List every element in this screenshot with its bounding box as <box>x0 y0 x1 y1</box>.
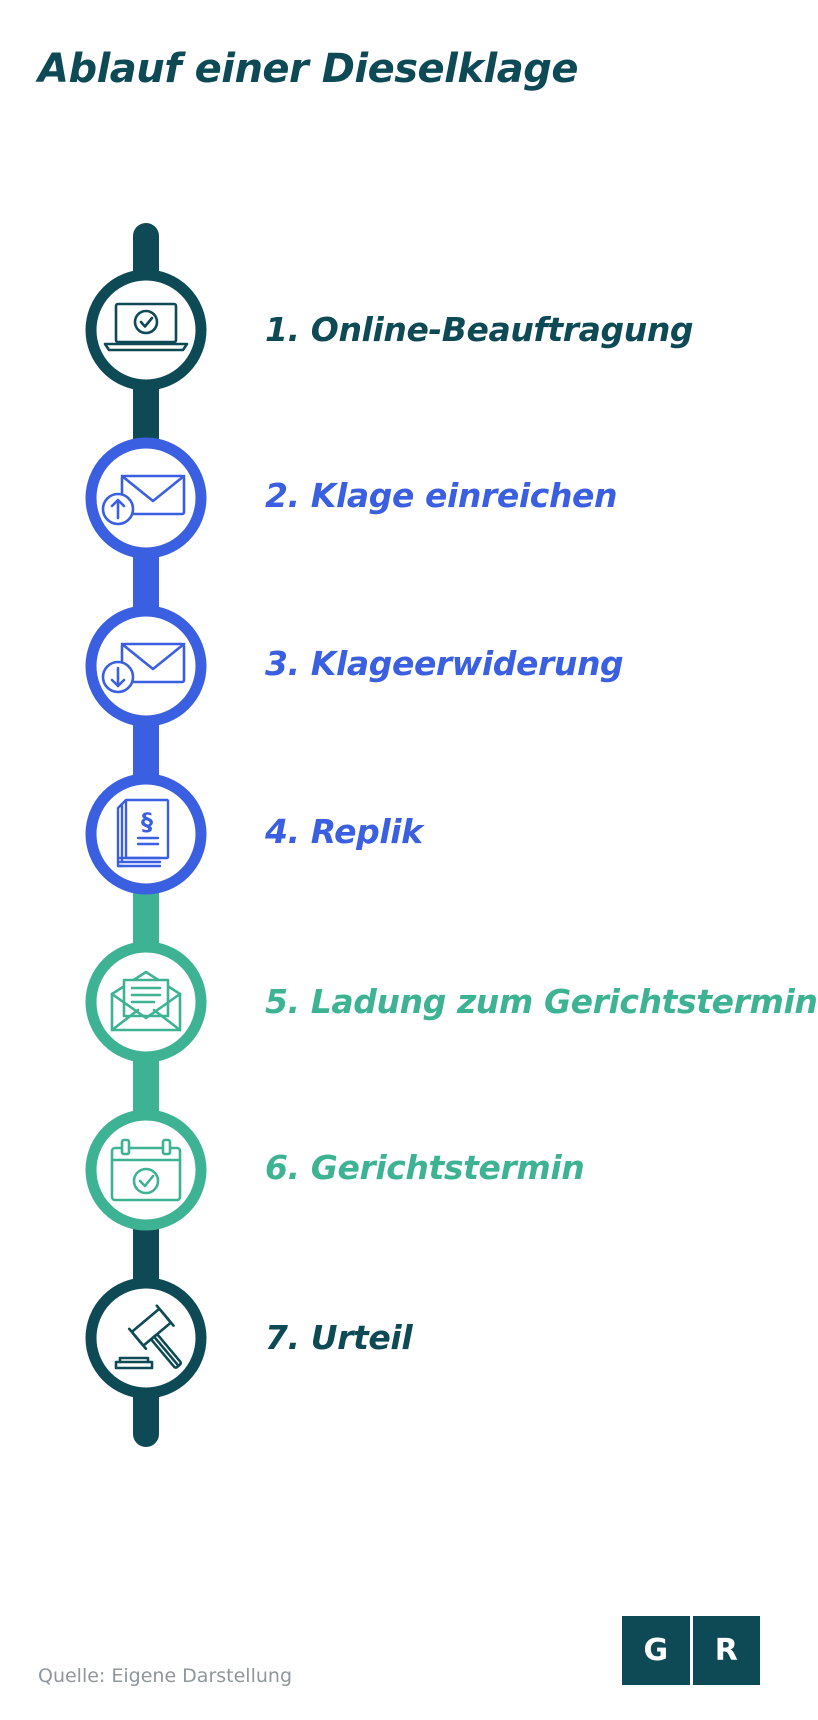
step-1-circle <box>85 269 207 391</box>
step-6-node <box>85 1109 207 1231</box>
step-6-label: 6. Gerichtstermin <box>265 1148 585 1187</box>
step-5-label: 5. Ladung zum Gerichtstermin <box>265 982 818 1021</box>
calendar-check-icon <box>110 1138 182 1202</box>
envelope-receive-icon <box>101 642 186 694</box>
step-1-label: 1. Online-Beauftragung <box>265 310 694 349</box>
gr-logo: G R <box>622 1616 760 1685</box>
timeline: § <box>85 223 207 1447</box>
step-3-label: 3. Klageerwiderung <box>265 644 624 683</box>
step-2-node <box>85 437 207 559</box>
gavel-icon <box>114 1304 183 1370</box>
law-document-icon: § <box>116 798 170 868</box>
step-2-circle <box>85 437 207 559</box>
page-title: Ablauf einer Dieselklage <box>38 46 578 92</box>
paragraph-symbol: § <box>141 808 153 836</box>
step-4-label: 4. Replik <box>265 812 423 851</box>
step-3-circle <box>85 605 207 727</box>
logo-letter-r: R <box>714 1633 738 1668</box>
step-3-node <box>85 605 207 727</box>
step-4-node: § <box>85 773 207 895</box>
open-envelope-letter-icon <box>110 970 182 1032</box>
step-2-label: 2. Klage einreichen <box>265 476 618 515</box>
step-7-circle <box>85 1277 207 1399</box>
logo-divider <box>689 1616 693 1685</box>
envelope-send-icon <box>101 474 186 526</box>
step-5-node <box>85 941 207 1063</box>
logo-letter-g: G <box>643 1633 669 1668</box>
source-note: Quelle: Eigene Darstellung <box>38 1665 293 1687</box>
step-1-node <box>85 269 207 391</box>
step-7-label: 7. Urteil <box>265 1318 413 1357</box>
step-7-node <box>85 1277 207 1399</box>
laptop-check-icon <box>103 302 189 352</box>
